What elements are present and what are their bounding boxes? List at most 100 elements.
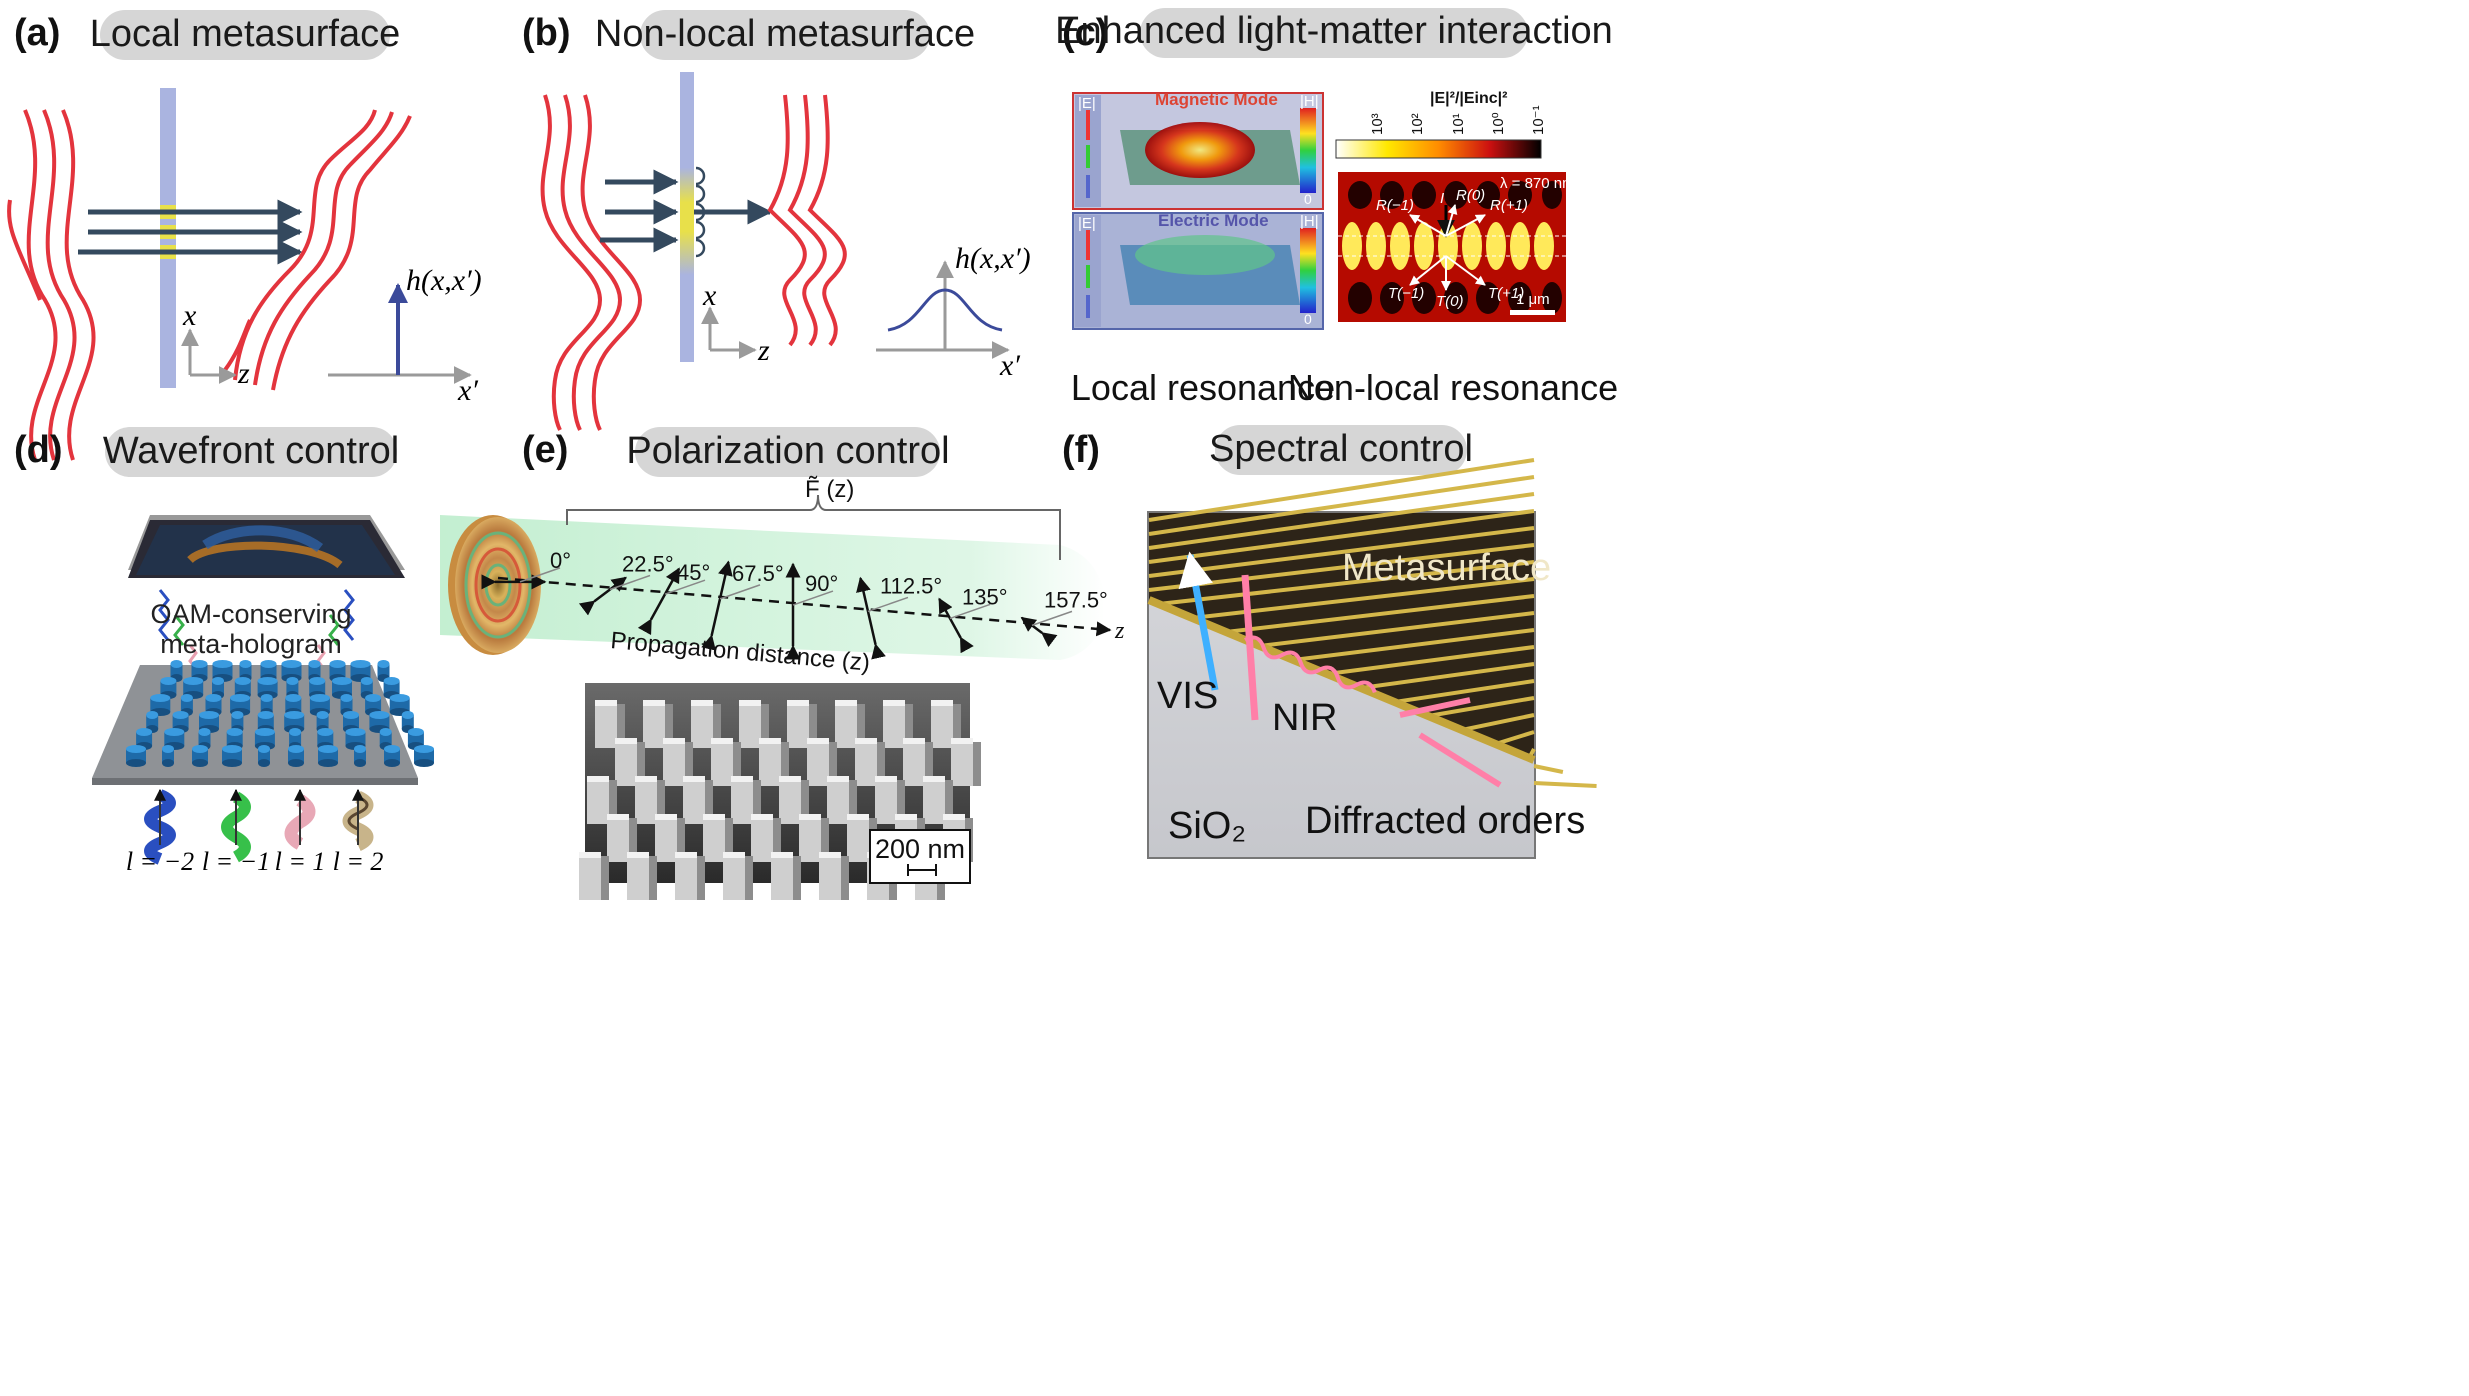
colorbar-tick: 10³ [1369,113,1386,135]
sem-image: 200 nm [579,683,981,900]
grating-line [1148,526,1535,578]
oam-mode-icon [284,788,316,850]
angle-label: 112.5° [880,573,942,598]
hologram-image-plane [128,515,405,578]
angle-label: 45° [677,560,710,585]
panel-f: (f) Spectral control Metasurface VIS NIR… [1062,425,1597,859]
nanopillar [146,711,159,719]
angle-label: 135° [962,584,1008,609]
nanopillar [281,660,302,668]
grating-line [1158,560,1535,606]
sem-pillar [635,776,657,782]
nanopillar [226,728,243,736]
nanopillar [162,745,174,753]
colorbar-title: |E|²/|Einc|² [1430,90,1507,107]
grating-line [1148,492,1535,550]
sem-pillar [675,852,697,858]
order-label: R(−1) [1376,197,1414,214]
title-pill [635,427,940,477]
nanopillar [383,677,400,685]
sem-pillar [855,738,877,744]
nanopillar [329,660,346,668]
nanopillar [401,711,414,719]
grating-line [1225,594,1535,634]
axes-indicator: x z [701,279,770,367]
sem-pillar [835,700,857,706]
sem-pillar [807,738,829,744]
caption-local: Local resonance [1071,367,1335,408]
nanopillar [191,660,208,668]
field-bracket [566,494,1061,560]
sem-pillar [819,852,841,858]
nanopillar [407,728,424,736]
nanopillar [365,694,382,702]
sem-pillar [587,776,609,782]
nanopillar [183,677,204,685]
grating-line [1259,611,1535,648]
oam-mode-icon [144,788,176,865]
nanopillar [343,711,359,719]
lateral-coupling-arrows [695,166,706,258]
nanopillar [212,660,233,668]
panel-label: (f) [1062,429,1100,471]
nanopillar [369,711,390,719]
sem-pillar [703,814,725,820]
incident-waves [540,94,643,431]
substrate-label: SiO₂ [1168,805,1246,847]
nanopillar [260,660,277,668]
nanopillar [234,677,251,685]
panel-a: (a) Local metasurface x z [7,10,482,461]
panel-title: Local metasurface [90,13,401,55]
oam-mode-label: l = −2 [126,847,194,876]
title-pill [1140,8,1528,58]
colorbar: |E|²/|Einc|² 10³ 10² 10¹ 10⁰ 10⁻¹ [1335,90,1547,159]
sem-pillar [923,776,945,782]
nanopillar [308,660,321,668]
sem-pillar [943,814,965,820]
panel-title: Non-local metasurface [595,13,975,55]
h-label: |H| [1300,93,1319,110]
vis-beam [1178,551,1219,691]
beam-arrows [78,199,303,265]
sem-pillar [799,814,821,820]
oam-beams [158,589,355,670]
sem-pillar [827,776,849,782]
grating-line [1148,509,1535,564]
electric-mode-plot: Electric Mode |E| |H| 0 [1072,211,1324,330]
grating-line [1148,543,1535,592]
nanopillar [231,711,244,719]
sem-pillar [579,852,601,858]
nanopillar [126,745,146,753]
nanopillar [222,745,242,753]
sem-pillar [683,776,705,782]
nanopillar [360,677,373,685]
angle-label: 90° [805,571,838,596]
nanopillar [318,745,338,753]
nanopillar [199,711,219,719]
panel-title: Wavefront control [103,430,399,472]
order-label: R(0) [1456,187,1485,204]
panel-label: (a) [14,12,60,54]
sem-pillar [931,700,953,706]
response-label: h(x,x′) [955,242,1031,275]
nanopillar [164,728,185,736]
angle-label: 157.5° [1044,587,1108,612]
h-label: |H| [1300,213,1319,230]
nanopillar [389,694,410,702]
transmitted-waves [767,94,847,347]
sem-pillar [771,852,793,858]
nanopillar [354,745,366,753]
vis-label: VIS [1157,675,1218,717]
colorbar-tick: 10² [1409,113,1426,135]
nanopillar [317,728,334,736]
grating-line [1148,475,1535,536]
beam-arrows [600,169,773,253]
response-axis-label: x′ [457,374,478,407]
oam-mode-label: l = 1 [275,847,326,876]
sem-pillar [751,814,773,820]
grating-line [1360,662,1535,690]
nanopillar [212,677,224,685]
nanopillar [192,745,208,753]
gaussian-response-plot: h(x,x′) x′ [876,242,1031,382]
axis-x-label: x [182,299,197,332]
